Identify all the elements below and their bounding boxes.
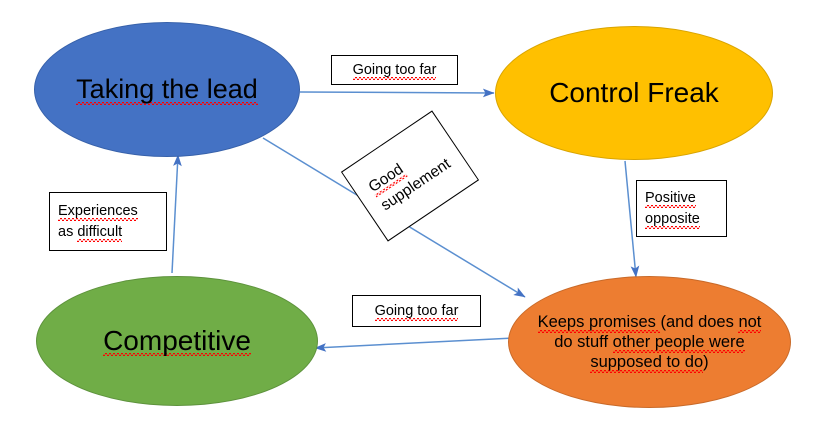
node-competitive[interactable]: Competitive — [36, 276, 318, 406]
node-taking-the-lead-label: Taking the lead — [76, 74, 258, 105]
edge-label-going-too-far-bottom[interactable]: Going too far — [352, 295, 481, 327]
edge-control-freak-to-keeps-promises — [624, 160, 640, 278]
edge-taking-the-lead-to-control-freak — [299, 88, 495, 98]
node-control-freak[interactable]: Control Freak — [495, 26, 773, 160]
node-competitive-label: Competitive — [103, 324, 251, 356]
edge-competitive-to-taking-the-lead — [171, 154, 182, 274]
edge-label-going-too-far-top[interactable]: Going too far — [331, 55, 458, 85]
edge-keeps-promises-to-competitive — [314, 337, 514, 352]
node-control-freak-label: Control Freak — [549, 76, 719, 108]
edge-label-going-too-far-bottom-text: Going too far — [374, 302, 459, 319]
node-taking-the-lead[interactable]: Taking the lead — [34, 22, 300, 157]
edge-label-going-too-far-top-text: Going too far — [352, 61, 437, 78]
